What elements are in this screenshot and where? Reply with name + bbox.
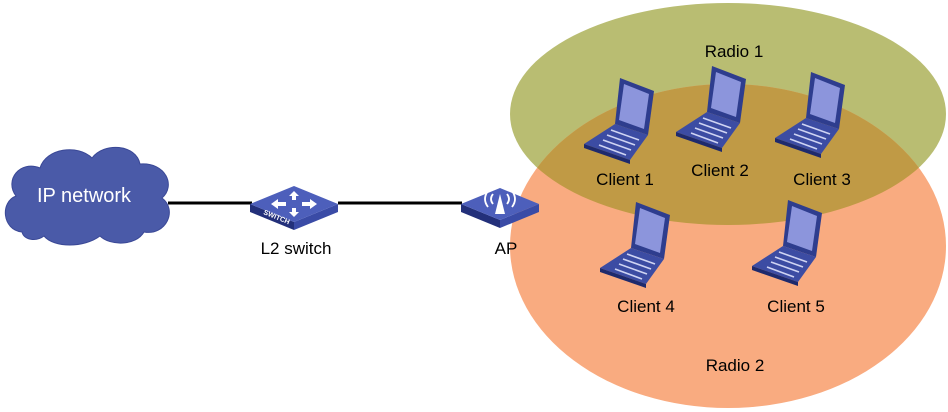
- cloud-label: IP network: [37, 185, 132, 207]
- client-4-label: Client 4: [617, 297, 675, 316]
- ap-label: AP: [495, 239, 518, 258]
- client-2-label: Client 2: [691, 161, 749, 180]
- radio-2-label: Radio 2: [706, 356, 765, 375]
- access-point-icon: [461, 188, 539, 228]
- switch-label: L2 switch: [261, 239, 332, 258]
- client-5-label: Client 5: [767, 297, 825, 316]
- radio-1-label: Radio 1: [705, 42, 764, 61]
- cloud-icon: [4, 146, 170, 246]
- switch-icon: SWITCH: [250, 186, 338, 230]
- client-1-label: Client 1: [596, 170, 654, 189]
- radio-overlap-area: [510, 84, 946, 225]
- client-3-label: Client 3: [793, 170, 851, 189]
